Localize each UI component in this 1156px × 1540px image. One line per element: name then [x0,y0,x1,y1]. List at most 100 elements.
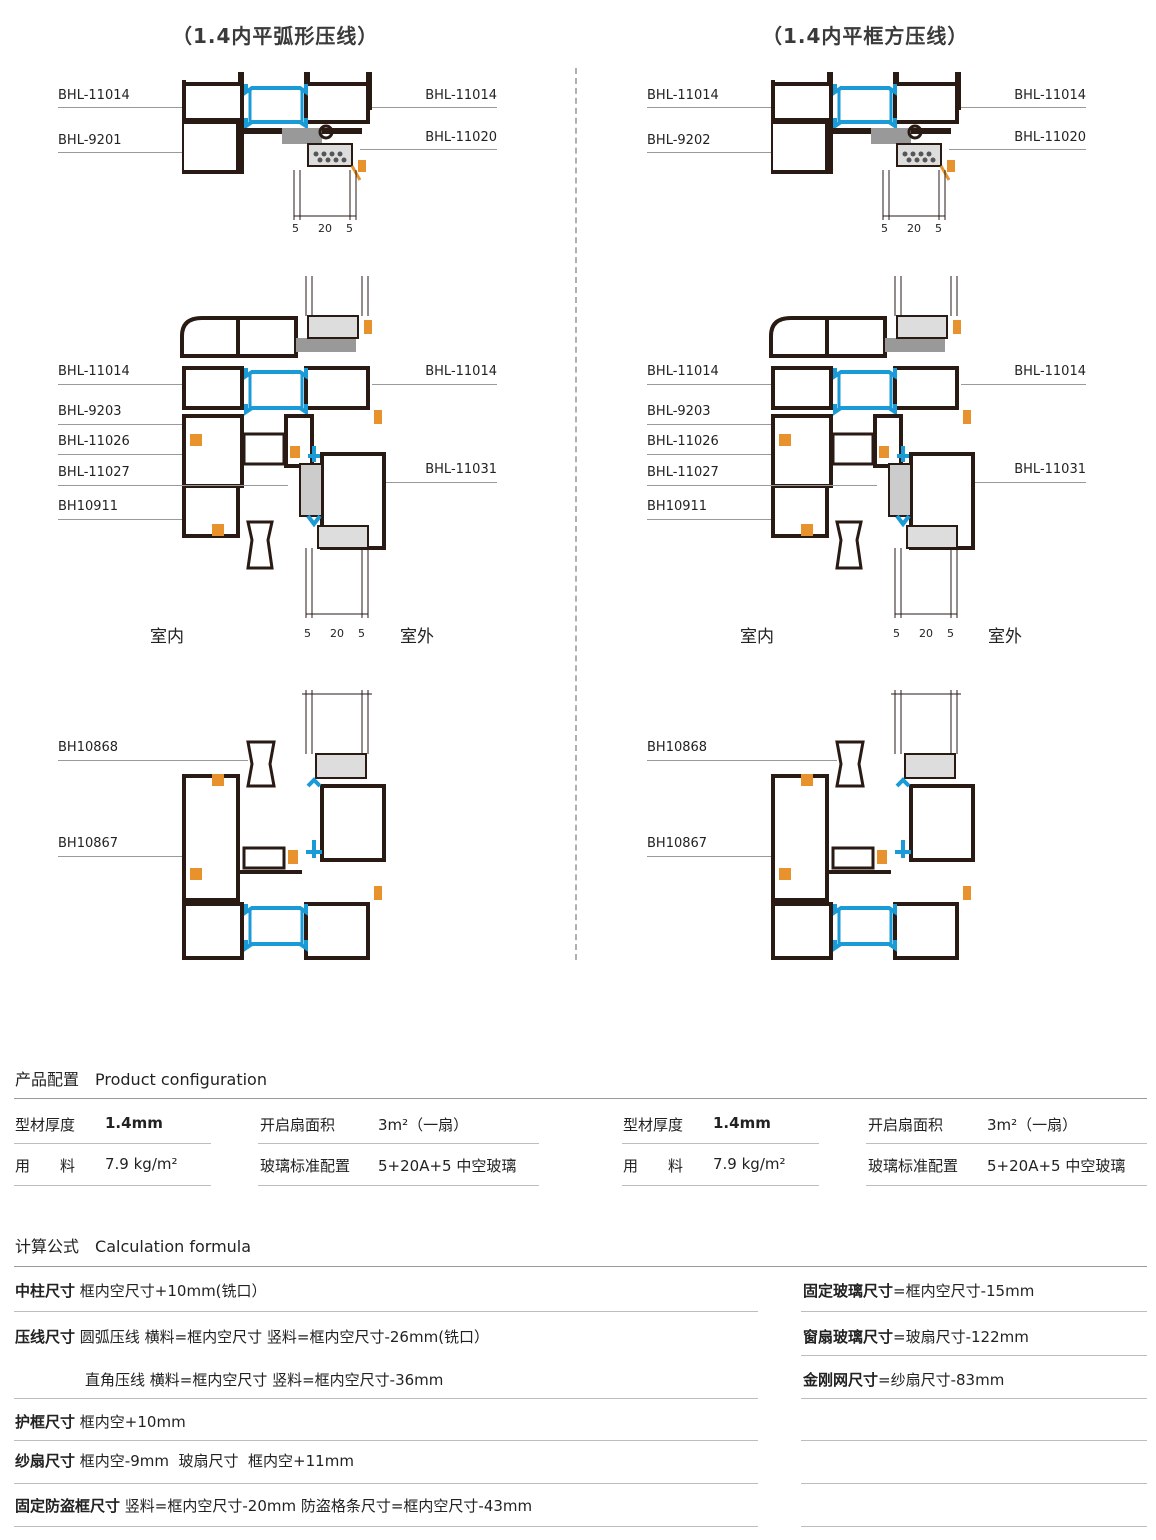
config-thickness-value: 1.4mm [105,1114,163,1132]
formula-row: 金刚网尺寸=纱扇尺寸-83mm [803,1369,1004,1390]
leader-line [647,856,771,857]
label-bhl-9203: BHL-9203 [647,404,711,419]
leader-line [949,149,1086,150]
leader-line [647,384,771,385]
dim-20: 20 [318,222,332,235]
leader-line [58,384,182,385]
dim-5-a: 5 [292,222,299,235]
label-bhl-11026: BHL-11026 [58,434,130,449]
leader-line [58,519,182,520]
config-heading: 产品配置 Product configuration [15,1066,267,1090]
label-bhl-9202: BHL-9202 [647,133,711,148]
config-rule [866,1185,1147,1186]
formula-rule [801,1355,1147,1356]
label-bh10911: BH10911 [58,499,119,514]
formula-rule [14,1266,1147,1267]
label-bhl-11027: BHL-11027 [58,465,130,480]
config-thickness-label: 型材厚度 [623,1116,684,1134]
config-usage-value: 7.9 kg/m² [713,1155,786,1173]
formula-rule [14,1440,758,1441]
config-rule [14,1098,1147,1099]
dim-5-b: 5 [358,627,365,640]
label-bhl-11014-top-left: BHL-11014 [58,88,130,103]
config-area-label: 开启扇面积 [868,1116,944,1134]
formula-rule [14,1483,758,1484]
leader-line [360,149,497,150]
leader-line [975,482,1086,483]
formula-row: 压线尺寸 圆弧压线 横料=框内空尺寸 竖料=框内空尺寸-26mm(铣口） [15,1326,489,1347]
config-glass-label: 玻璃标准配置 [260,1157,351,1175]
label-bh10911: BH10911 [647,499,708,514]
formula-key: 窗扇玻璃尺寸 [803,1328,894,1346]
dim-5-b: 5 [346,222,353,235]
indoor-label: 室内 [740,627,774,647]
profile-drawing-top-right [771,70,963,222]
config-heading-en: Product configuration [95,1070,267,1089]
title-right: （1.4内平框方压线） [762,24,969,48]
config-glass-label: 玻璃标准配置 [868,1157,959,1175]
formula-text: 直角压线 横料=框内空尺寸 竖料=框内空尺寸-36mm [85,1371,444,1389]
formula-text: 竖料=框内空尺寸-20mm 防盗格条尺寸=框内空尺寸-43mm [124,1497,533,1515]
config-glass-value: 5+20A+5 中空玻璃 [378,1157,517,1175]
label-bhl-11014-right: BHL-11014 [425,364,497,379]
formula-text: 圆弧压线 横料=框内空尺寸 竖料=框内空尺寸-26mm(铣口） [79,1328,490,1346]
label-bhl-11014-top-right: BHL-11014 [425,88,497,103]
config-usage-label: 用 料 [15,1157,76,1175]
leader-line [372,384,497,385]
config-rule [258,1143,539,1144]
dim-5-b: 5 [935,222,942,235]
formula-key: 金刚网尺寸 [803,1371,879,1389]
config-thickness-label: 型材厚度 [15,1116,76,1134]
label-bhl-11014-top-right: BHL-11014 [1014,88,1086,103]
profile-drawing-top-left [182,70,374,222]
config-rule [622,1143,819,1144]
label-bhl-9201: BHL-9201 [58,133,122,148]
formula-row: 窗扇玻璃尺寸=玻扇尺寸-122mm [803,1326,1029,1347]
title-left: （1.4内平弧形压线） [172,24,379,48]
formula-rule [14,1398,758,1399]
label-bh10867: BH10867 [647,836,708,851]
formula-rule [801,1440,1147,1441]
formula-row: 直角压线 横料=框内空尺寸 竖料=框内空尺寸-36mm [85,1369,443,1390]
config-rule [622,1185,819,1186]
label-bh10868: BH10868 [647,740,708,755]
formula-row: 固定防盗框尺寸 竖料=框内空尺寸-20mm 防盗格条尺寸=框内空尺寸-43mm [15,1495,532,1516]
leader-line [961,384,1086,385]
leader-line [647,152,771,153]
leader-line [647,519,771,520]
label-bhl-11020: BHL-11020 [1014,130,1086,145]
dim-20: 20 [919,627,933,640]
config-heading-cn: 产品配置 [15,1070,80,1089]
label-bhl-11014: BHL-11014 [647,364,719,379]
formula-key: 压线尺寸 [15,1328,76,1346]
formula-key: 纱扇尺寸 [15,1452,76,1470]
formula-text: 框内空+10mm [79,1413,186,1431]
leader-line [58,856,182,857]
formula-text: =玻扇尺寸-122mm [893,1328,1029,1346]
label-bhl-11020: BHL-11020 [425,130,497,145]
profile-drawing-mid-right [769,274,975,620]
label-bhl-9203: BHL-9203 [58,404,122,419]
leader-line [647,424,771,425]
formula-key: 固定玻璃尺寸 [803,1282,894,1300]
formula-text: =纱扇尺寸-83mm [878,1371,1005,1389]
formula-key: 护框尺寸 [15,1413,76,1431]
formula-rule [801,1311,1147,1312]
formula-row: 固定玻璃尺寸=框内空尺寸-15mm [803,1280,1034,1301]
config-rule [866,1143,1147,1144]
dim-5-a: 5 [304,627,311,640]
indoor-label: 室内 [150,627,184,647]
label-bhl-11031: BHL-11031 [425,462,497,477]
label-bhl-11026: BHL-11026 [647,434,719,449]
formula-row: 纱扇尺寸 框内空-9mm 玻扇尺寸 框内空+11mm [15,1450,354,1471]
label-bhl-11014: BHL-11014 [58,364,130,379]
config-usage-label: 用 料 [623,1157,684,1175]
formula-key: 固定防盗框尺寸 [15,1497,121,1515]
leader-line [58,152,182,153]
leader-line [647,454,771,455]
formula-text: =框内空尺寸-15mm [893,1282,1035,1300]
config-area-label: 开启扇面积 [260,1116,336,1134]
config-glass-value: 5+20A+5 中空玻璃 [987,1157,1126,1175]
leader-line [386,482,497,483]
